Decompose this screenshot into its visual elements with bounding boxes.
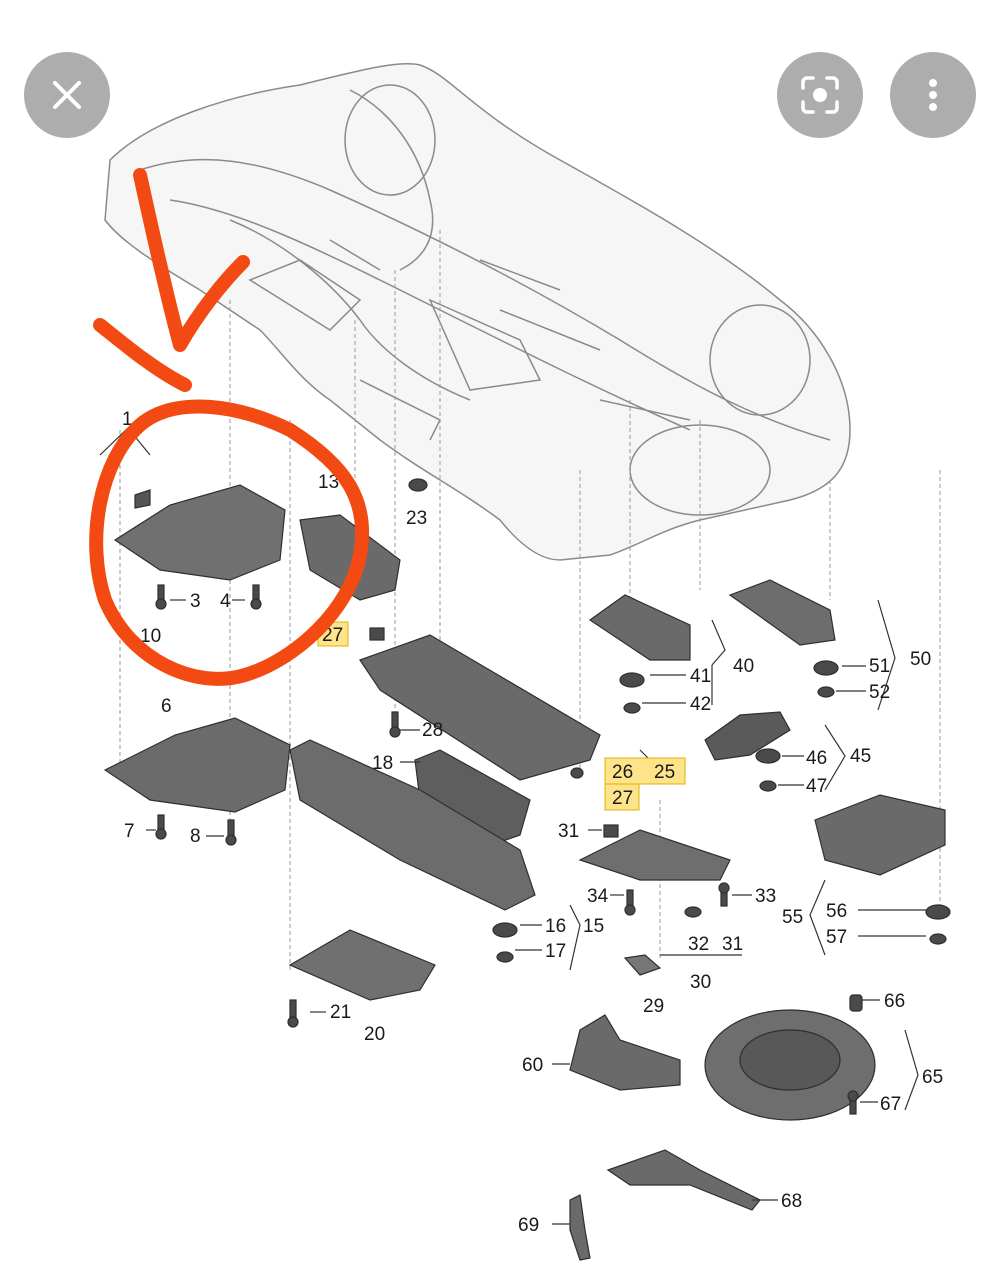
parts [103,478,951,1261]
label-6: 6 [161,696,172,717]
label-40: 40 [733,656,754,677]
close-icon [53,81,81,109]
label-34: 34 [587,886,609,907]
lower-shield-part-6 [103,717,291,813]
label-1: 1 [122,409,133,430]
close-button[interactable] [24,52,110,138]
side-panel-part-13 [299,514,401,601]
label-7: 7 [124,821,135,842]
label-23: 23 [406,508,427,529]
label-30: 30 [690,972,711,993]
label-10: 10 [140,626,161,647]
more-options-button[interactable] [890,52,976,138]
label-46: 46 [806,748,827,769]
label-55: 55 [782,907,803,928]
label-57: 57 [826,927,847,948]
label-52: 52 [869,682,890,703]
label-56: 56 [826,901,847,922]
more-vertical-icon [929,79,937,111]
label-20: 20 [364,1024,385,1045]
label-31: 31 [558,821,579,842]
label-33: 33 [755,886,776,907]
label-50: 50 [910,649,931,670]
label-51: 51 [869,656,890,677]
side-sill-panel [289,739,536,911]
strip-part-69 [569,1194,591,1261]
label-27-highlight: 27 [322,625,343,646]
label-17: 17 [545,941,566,962]
label-25-highlight: 25 [654,762,675,783]
plate-part-20 [288,929,436,1001]
rail-part-68 [606,1149,761,1211]
label-8: 8 [190,826,201,847]
bracket-part-45 [704,711,791,761]
label-41: 41 [690,666,711,687]
label-32: 32 [688,934,709,955]
annotation-circle [89,399,370,686]
label-3: 3 [190,591,201,612]
annotation-marker [89,168,370,686]
lens-button[interactable] [777,52,863,138]
label-67: 67 [880,1094,901,1115]
label-28: 28 [422,720,443,741]
label-69: 69 [518,1215,539,1236]
fasteners [155,478,951,1115]
label-65: 65 [922,1067,943,1088]
bracket-part-50 [728,579,836,646]
tunnel-panel-part-25 [359,634,601,781]
label-18: 18 [372,753,393,774]
label-60: 60 [522,1055,543,1076]
label-68: 68 [781,1191,802,1212]
bracket-part-40 [588,594,691,661]
annotation-arrow [93,168,250,392]
label-16: 16 [545,916,566,937]
label-47: 47 [806,776,827,797]
bracket-part-30 [578,829,731,881]
car-underbody [104,62,851,561]
label-26-highlight: 26 [612,762,633,783]
engine-shield-part-1 [113,484,286,581]
cover-part-55 [814,794,946,876]
part-labels: 1 13 3 4 10 6 7 8 23 28 18 31 34 33 16 1… [122,409,943,1236]
bracket-part-60 [569,1014,681,1091]
label-45: 45 [850,746,871,767]
label-15: 15 [583,916,604,937]
label-31b: 31 [722,934,743,955]
label-21: 21 [330,1002,351,1023]
label-13: 13 [318,472,339,493]
label-29: 29 [643,996,664,1017]
lens-icon [801,76,839,114]
label-42: 42 [690,694,711,715]
label-27b-highlight: 27 [612,788,633,809]
label-66: 66 [884,991,905,1012]
label-4: 4 [220,591,231,612]
